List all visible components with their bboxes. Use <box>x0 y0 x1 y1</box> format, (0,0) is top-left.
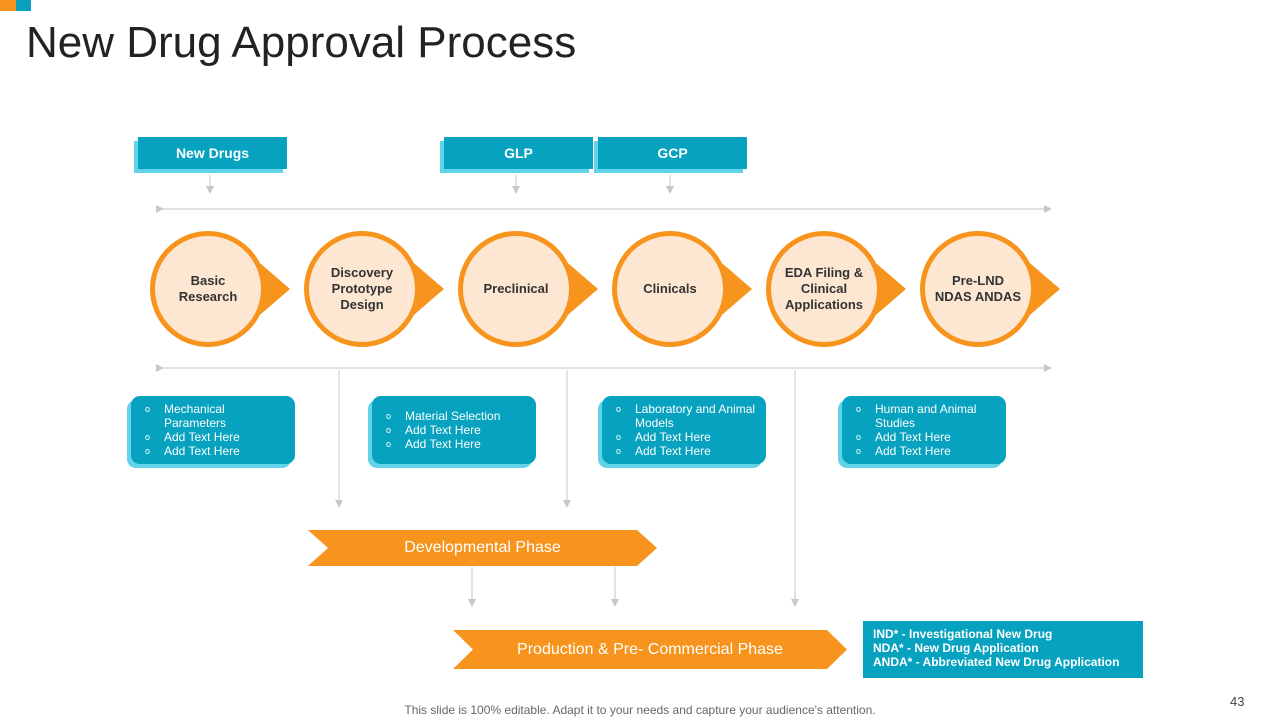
legend-line: IND* - Investigational New Drug <box>873 627 1053 641</box>
corner-accent-orange <box>0 0 16 11</box>
stage-preclinical: Preclinical <box>458 231 603 351</box>
stage-label: Preclinical <box>458 231 574 347</box>
tag-gcp: GCP <box>598 137 747 169</box>
footer-note: This slide is 100% editable. Adapt it to… <box>404 703 876 717</box>
tag-new-drugs: New Drugs <box>138 137 287 169</box>
page-number: 43 <box>1230 694 1245 709</box>
legend-line: ANDA* - Abbreviated New Drug Application <box>873 655 1120 669</box>
phase-production: Production & Pre- Commercial Phase <box>453 630 847 669</box>
corner-accent-teal <box>16 0 31 11</box>
tag-glp: GLP <box>444 137 593 169</box>
legend-line: NDA* - New Drug Application <box>873 641 1039 655</box>
page-title: New Drug Approval Process <box>26 18 577 67</box>
stage-clinicals: Clinicals <box>612 231 757 351</box>
stage-label: Clinicals <box>612 231 728 347</box>
abbreviation-legend: IND* - Investigational New Drug NDA* - N… <box>863 621 1143 678</box>
phase-developmental: Developmental Phase <box>308 530 657 566</box>
